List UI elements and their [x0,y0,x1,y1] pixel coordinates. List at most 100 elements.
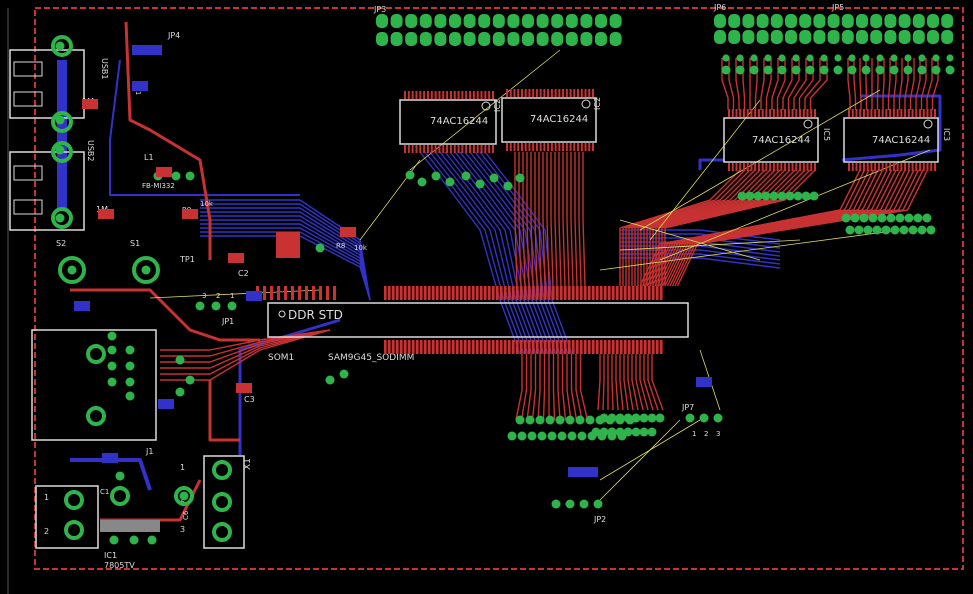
ddr-pin [656,340,659,354]
header-pin [492,14,505,28]
ddr-pin [632,286,635,300]
ic-pin [476,145,479,153]
via-pad [631,427,641,437]
ddr-pin [608,340,611,354]
ddr-pin [532,286,535,300]
header-pin [785,14,797,28]
ddr-pin [444,286,447,300]
trace [552,354,556,421]
ddr-pin [648,340,651,354]
header-pin [434,14,447,28]
ic-pin [472,91,475,99]
ddr-pin [520,340,523,354]
trace [643,169,781,286]
ic-pin [423,91,426,99]
ic-pin [750,163,753,171]
trace [619,169,741,286]
ic-74ac16244-a: 74AC16244 IC2 [399,99,502,145]
header-pin [912,14,925,28]
label-jp6: JP6 [713,3,726,12]
ddr-pin [436,340,439,354]
ic-pin [896,163,899,171]
ddr-pin [333,286,336,300]
ddr-pin [616,286,619,300]
trace [550,152,554,287]
smd-component [182,209,198,219]
header-pin [927,30,939,44]
ddr-pin [648,286,651,300]
ic-pin [904,109,907,117]
header-pin [898,30,911,44]
via-pad [503,181,513,191]
via-pad [55,115,65,125]
ic-pin [746,163,749,171]
ic-pin [769,163,772,171]
ddr-pin [572,286,575,300]
ic-pin [919,163,922,171]
ddr-pin [436,286,439,300]
ic-pin [848,109,850,117]
via-pad [713,413,723,423]
via-pad [931,65,941,75]
via-pad [631,413,641,423]
via-pad [545,415,555,425]
trace [160,329,331,381]
svg-text:1: 1 [180,463,185,472]
ic-pin [907,109,910,117]
ddr-pin [504,340,507,354]
ddr-pin [536,286,539,300]
via-pad [848,54,856,62]
smd-component [228,253,244,263]
trace [464,151,557,355]
ic-pin [915,109,918,117]
trace [530,152,534,287]
ic-pin [532,89,535,97]
large-pad [86,344,106,364]
ddr-pin [504,286,507,300]
ic-pin [772,109,775,117]
ddr-pin [516,286,519,300]
trace [160,329,331,357]
ic-pin [885,163,888,171]
via-pad [607,427,617,437]
ic-pin [419,145,422,153]
trace [514,152,518,287]
ddr-pin [484,340,487,354]
trace [439,151,537,355]
ddr-pin [568,340,571,354]
ic-pin [472,145,475,153]
trace [635,354,644,411]
ic-pin [855,163,858,171]
trace [526,152,530,287]
via-pad [125,361,135,371]
header-pin [785,30,797,44]
ddr-pin [404,340,407,354]
ddr-pin [564,286,567,300]
ic-pin [776,163,779,171]
via-pad [125,391,135,401]
label-c3: C3 [244,395,255,404]
ic-pin [509,89,512,97]
ic-pin [896,109,899,117]
ddr-pin [408,286,411,300]
trace [238,318,341,455]
ic-pin [934,109,936,117]
svg-text:X1: X1 [243,458,253,470]
ic-pin [461,145,464,153]
trace [424,151,525,355]
ic-pin [784,163,787,171]
ddr-pin [536,340,539,354]
ic-pin [577,89,580,97]
via-pad [515,415,525,425]
via-pad [895,213,905,223]
via-pad [735,65,745,75]
ddr-pin [556,340,559,354]
header-pin [756,14,769,28]
ddr-pin [412,340,415,354]
trace [622,169,746,286]
usb1-connector: USB1 [9,49,109,119]
power-connector: 1 2 [35,485,99,549]
via-pad [899,225,909,235]
header-pin [478,14,491,28]
header-pin [742,30,755,44]
